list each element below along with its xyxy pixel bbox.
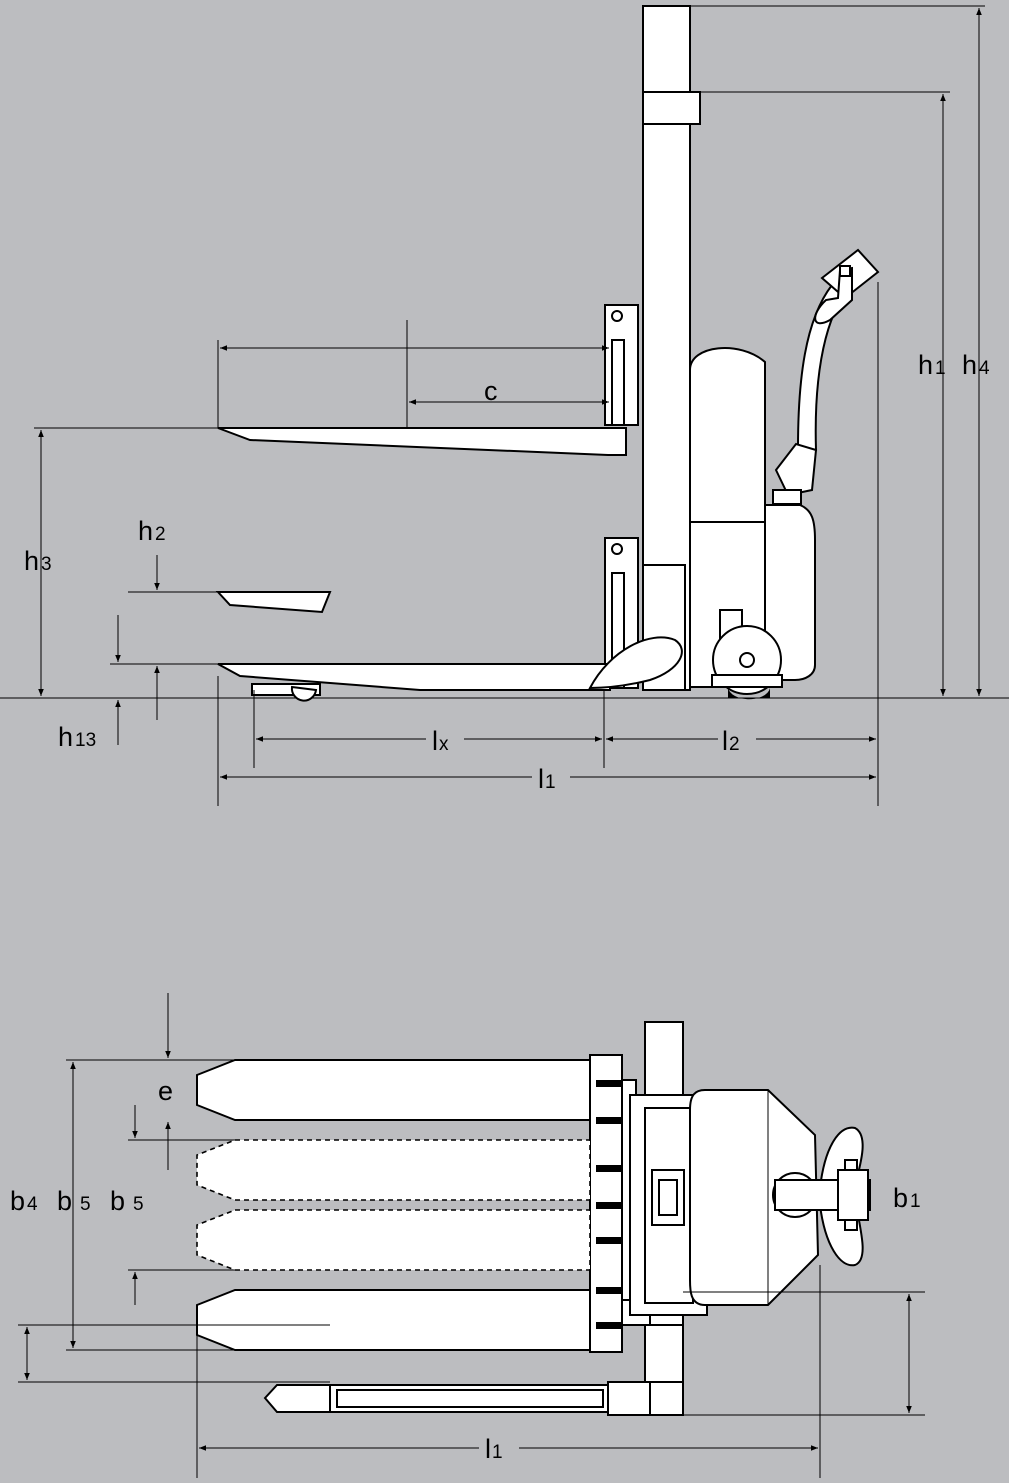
- mast-clamp: [642, 91, 701, 125]
- label-l2: l2: [722, 726, 740, 756]
- fork-mid: [215, 591, 332, 614]
- carriage-bolts: [596, 1080, 622, 1329]
- label-lx: lx: [432, 726, 449, 756]
- label-e: e: [158, 1076, 173, 1106]
- label-c: c: [484, 376, 498, 406]
- drive-unit-body: [689, 347, 816, 688]
- load-roller: [290, 685, 318, 702]
- fork-lower: [215, 537, 683, 702]
- tiller-top: [772, 1126, 871, 1267]
- fork-dashed-2: [196, 1209, 591, 1271]
- fork-toe-guard: [588, 636, 683, 690]
- fork-dashed-1: [196, 1139, 591, 1201]
- fork-top: [196, 1059, 591, 1121]
- support-leg: [217, 663, 611, 691]
- support-leg-bottom: [263, 1381, 684, 1416]
- drive-unit-top: [689, 1089, 820, 1306]
- fork-upper: [217, 304, 639, 456]
- drive-wheel: [711, 625, 783, 700]
- tiller-handle: [774, 248, 880, 497]
- label-l1-top: l1: [485, 1434, 503, 1464]
- fork-bottom: [196, 1289, 591, 1351]
- label-l1-side: l1: [538, 764, 556, 794]
